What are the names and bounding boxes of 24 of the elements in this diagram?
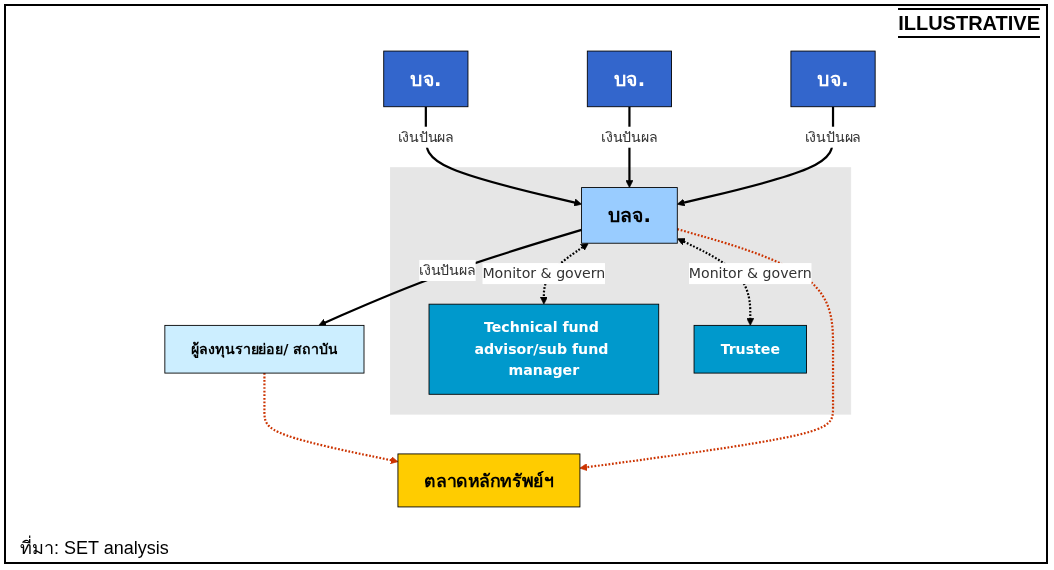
arrow	[424, 106, 582, 207]
node-box: บจ.	[383, 50, 469, 108]
edge-label: เงินปันผล	[397, 128, 455, 146]
node-box: Trustee	[693, 324, 807, 374]
edge-label: เงินปันผล	[419, 261, 476, 279]
node-box: บจ.	[790, 50, 876, 108]
arrow	[677, 238, 755, 326]
node-box: ตลาดหลักทรัพย์ฯ	[397, 453, 581, 508]
edge-label: Monitor & govern	[688, 264, 812, 282]
edge-label: Monitor & govern	[482, 264, 606, 282]
node-box: ผู้ลงทุนรายย่อย/ สถาบัน	[164, 324, 365, 374]
arrow	[318, 228, 582, 327]
arrow	[539, 243, 589, 305]
node-box: บจ.	[586, 50, 672, 108]
edge-label: เงินปันผล	[804, 128, 862, 146]
arrow	[579, 228, 835, 472]
node-box: บลจ.	[581, 187, 678, 244]
node-box: Technical fund advisor/sub fund manager	[428, 303, 660, 395]
arrow	[676, 106, 835, 207]
source-note: ที่มา: SET analysis	[20, 533, 169, 562]
cluster	[390, 167, 852, 415]
arrow	[263, 373, 399, 464]
stamp-label: ILLUSTRATIVE	[898, 8, 1040, 38]
edge-label: เงินปันผล	[601, 128, 658, 146]
